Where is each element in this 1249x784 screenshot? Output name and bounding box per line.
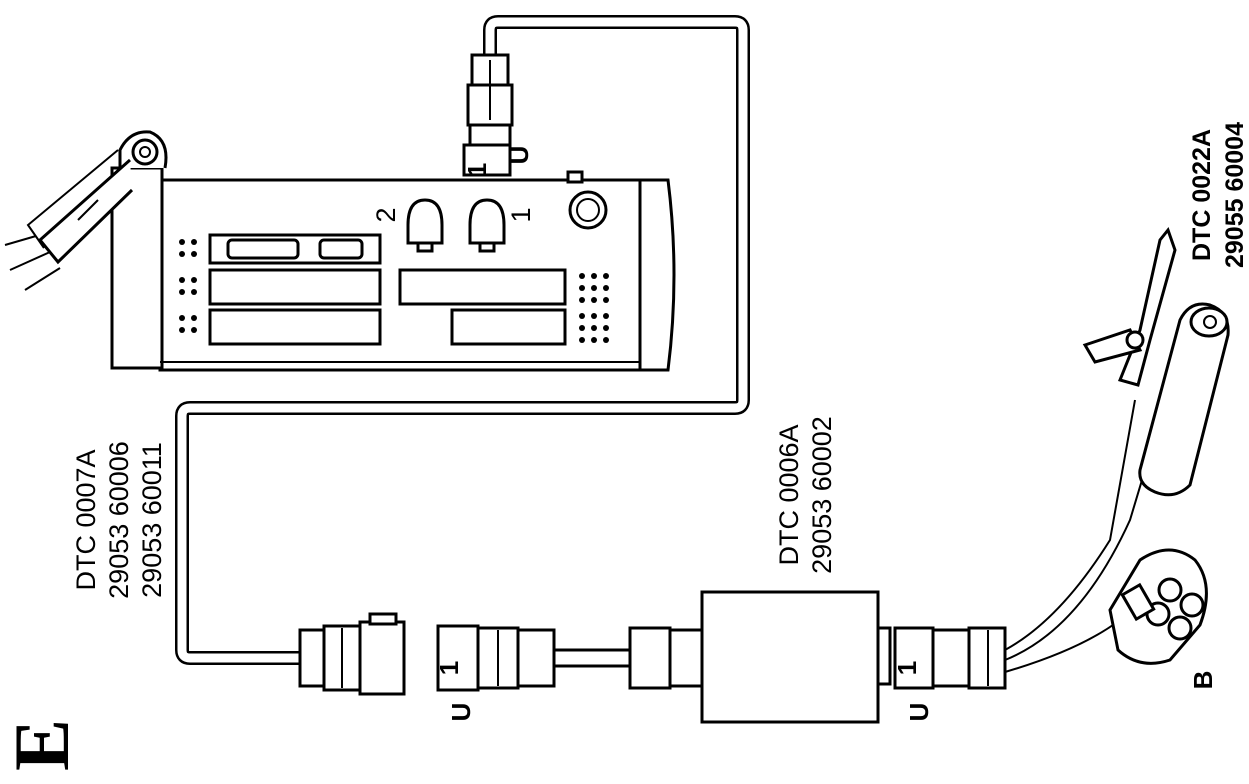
u-connector-right: 1 U <box>892 626 1007 722</box>
right-connector-mark-one: 1 <box>892 661 922 675</box>
port-1-number: 1 <box>506 207 536 222</box>
instrument-unit: 2 1 <box>110 166 676 372</box>
instrument-right-cap <box>638 178 676 372</box>
adapter-label-line-1: DTC 0006A <box>774 424 804 565</box>
top-latch <box>566 170 584 184</box>
carrying-strap <box>4 130 168 291</box>
probe-cable-set: B <box>1004 226 1230 690</box>
port-2-socket <box>406 198 444 253</box>
cable-label-line-2: 29053 60006 <box>104 441 134 599</box>
vent-grid-right <box>579 273 609 343</box>
cylinder-probe <box>1138 302 1230 497</box>
connector-b <box>1108 548 1208 665</box>
card-slot-left-top <box>208 268 382 306</box>
right-connector-mark-u: U <box>904 703 934 722</box>
cable-group-label: DTC 0007A 29053 60006 29053 60011 <box>71 441 167 599</box>
top-plug-mark-one: 1 <box>462 163 492 177</box>
card-slot-right-top <box>398 268 567 306</box>
adapter-box <box>700 590 892 724</box>
sub-d-connector-small <box>318 238 364 260</box>
card-slot-right-bottom <box>450 308 567 346</box>
connector-b-mark: B <box>1188 671 1218 690</box>
probe-group-label: DTC 0022A 29055 60004 <box>1188 122 1249 268</box>
adapter-group-label: DTC 0006A 29053 60002 <box>774 416 837 574</box>
main-cable <box>175 15 750 665</box>
left-connector-mark-u: U <box>446 703 476 722</box>
cable-label-line-1: DTC 0007A <box>71 449 101 590</box>
left-connector-mark-one: 1 <box>434 661 464 675</box>
u-connector-left: 1 U <box>434 624 556 722</box>
probe-label-line-1: DTC 0022A <box>1188 129 1216 261</box>
crocodile-clip <box>1082 226 1177 387</box>
cable-end-connector <box>298 612 406 696</box>
section-letter: E <box>0 719 85 771</box>
sub-d-connector-large <box>226 238 300 260</box>
adapter-label-line-2: 29053 60002 <box>807 416 837 574</box>
probe-label-line-2: 29055 60004 <box>1221 122 1249 268</box>
port-2-number: 2 <box>371 207 401 222</box>
vent-grid-left <box>179 239 197 333</box>
top-connector-plug: 1 U <box>462 53 534 177</box>
control-knob <box>568 190 608 230</box>
adapter-input-plug <box>628 626 672 690</box>
top-plug-mark-u: U <box>504 146 534 165</box>
cable-label-line-3: 29053 60011 <box>137 442 167 598</box>
port-1-socket <box>468 198 506 253</box>
card-slot-left-bottom <box>208 308 382 346</box>
